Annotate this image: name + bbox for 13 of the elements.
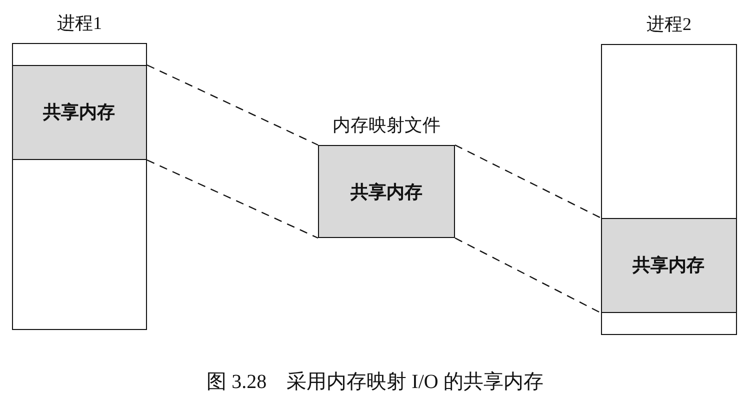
block-label: 共享内存 [350,180,422,204]
heading: 进程2 [646,13,692,36]
dashed-connector [146,64,318,146]
block-label: 共享内存 [632,254,704,277]
figure-caption: 图 3.28 采用内存映射 I/O 的共享内存 [206,370,544,395]
dashed-connector [454,144,602,219]
shared-memory-region [600,218,736,312]
block-label: 共享内存 [43,101,115,124]
heading: 内存映射文件 [332,114,440,137]
dashed-connector [454,237,602,314]
dashed-connector [146,159,318,239]
shared-memory-region [12,64,146,160]
heading: 进程1 [57,12,102,35]
